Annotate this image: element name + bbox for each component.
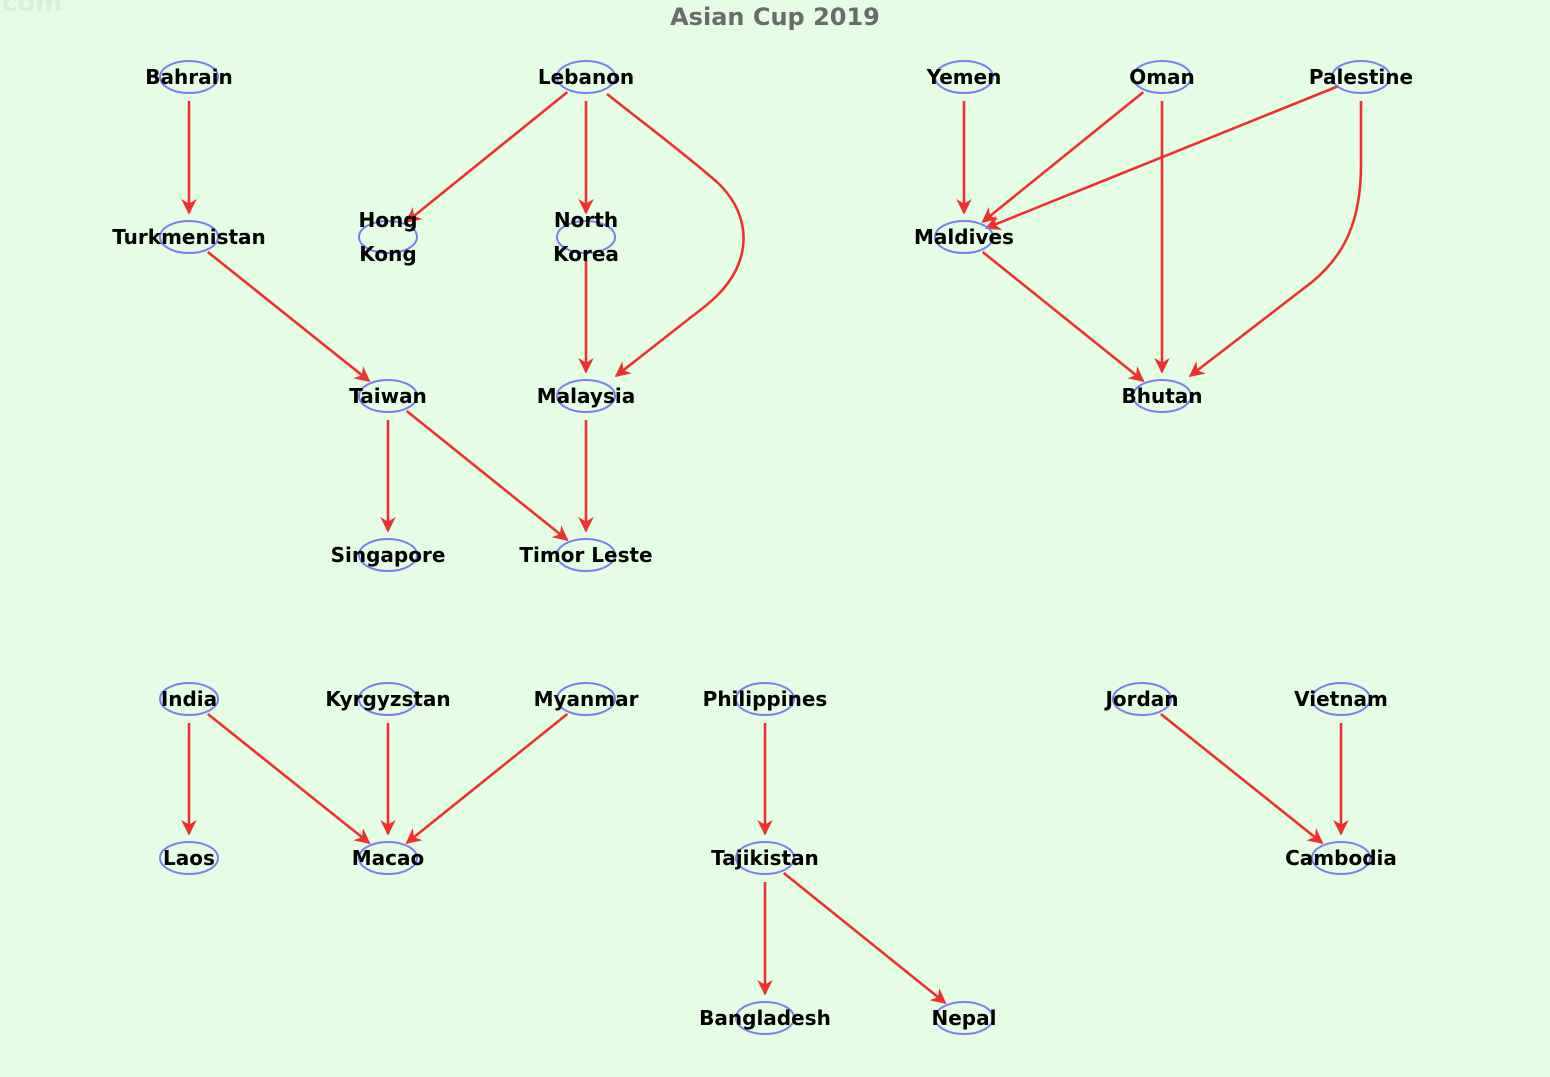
edge-turkmenistan-to-taiwan: [206, 250, 371, 383]
node-jordan: Jordan: [1103, 682, 1179, 716]
node-tajikistan: Tajikistan: [711, 841, 819, 875]
edge-india-to-macao: [206, 712, 371, 845]
node-ellipse-malaysia: [556, 379, 616, 413]
node-maldives: Maldives: [914, 220, 1014, 254]
node-ellipse-nepal: [934, 1001, 994, 1035]
node-label-myanmar: Myanmar: [534, 687, 639, 711]
node-label-india: India: [161, 687, 217, 711]
node-ellipse-laos: [159, 841, 219, 875]
node-ellipse-yemen: [934, 60, 994, 94]
edge-jordan-to-cambodia: [1159, 712, 1324, 845]
node-label-vietnam: Vietnam: [1294, 687, 1388, 711]
node-label-north-korea: Korea: [553, 242, 619, 266]
node-label-turkmenistan: Turkmenistan: [112, 225, 266, 249]
edge-taiwan-to-timor-leste: [405, 409, 569, 542]
edge-palestine-to-bhutan: [1188, 101, 1363, 378]
node-label-kyrgyzstan: Kyrgyzstan: [325, 687, 450, 711]
edge-tajikistan-to-nepal: [782, 871, 947, 1005]
node-vietnam: Vietnam: [1294, 682, 1388, 716]
node-palestine: Palestine: [1309, 60, 1413, 94]
node-kyrgyzstan: Kyrgyzstan: [325, 682, 451, 716]
edge-myanmar-to-macao: [405, 712, 569, 845]
node-india: India: [159, 682, 219, 716]
node-label-nepal: Nepal: [932, 1006, 997, 1030]
node-label-singapore: Singapore: [331, 543, 446, 567]
node-label-timor-leste: Timor Leste: [519, 543, 652, 567]
node-ellipse-north-korea: [556, 220, 616, 254]
node-ellipse-cambodia: [1311, 841, 1371, 875]
node-ellipse-jordan: [1112, 682, 1172, 716]
node-ellipse-bhutan: [1132, 379, 1192, 413]
edges-layer: [181, 84, 1363, 1005]
nodes-layer: Bahrain Lebanon Yemen Oman PalestineTurkmeni…: [112, 60, 1413, 1035]
node-singapore: Singapore: [331, 538, 446, 572]
node-ellipse-oman: [1132, 60, 1192, 94]
node-ellipse-singapore: [358, 538, 418, 572]
node-ellipse-bangladesh: [735, 1001, 795, 1035]
node-ellipse-lebanon: [556, 60, 616, 94]
node-ellipse-india: [159, 682, 219, 716]
node-ellipse-taiwan: [358, 379, 418, 413]
node-ellipse-timor-leste: [556, 538, 616, 572]
diagram-title: Asian Cup 2019: [670, 3, 880, 31]
node-laos: Laos: [159, 841, 219, 875]
edge-maldives-to-bhutan: [981, 250, 1145, 383]
node-lebanon: Lebanon: [538, 60, 634, 94]
node-ellipse-tajikistan: [735, 841, 795, 875]
node-label-jordan: Jordan: [1103, 687, 1178, 711]
node-myanmar: Myanmar: [534, 682, 639, 716]
node-label-taiwan: Taiwan: [349, 384, 427, 408]
node-macao: Macao: [352, 841, 425, 875]
node-ellipse-vietnam: [1311, 682, 1371, 716]
node-label-bhutan: Bhutan: [1121, 384, 1202, 408]
node-label-macao: Macao: [352, 846, 425, 870]
node-ellipse-bahrain: [159, 60, 219, 94]
node-bahrain: Bahrain: [145, 60, 233, 94]
node-bangladesh: Bangladesh: [699, 1001, 831, 1035]
node-turkmenistan: Turkmenistan: [112, 220, 266, 254]
node-label-malaysia: Malaysia: [537, 384, 635, 408]
node-ellipse-macao: [358, 841, 418, 875]
node-ellipse-turkmenistan: [159, 220, 219, 254]
node-nepal: Nepal: [932, 1001, 997, 1035]
node-oman: Oman: [1129, 60, 1195, 94]
node-label-yemen: Yemen: [926, 65, 1002, 89]
node-label-cambodia: Cambodia: [1285, 846, 1397, 870]
node-label-hong-kong: Hong: [358, 208, 417, 232]
edge-oman-to-maldives: [981, 91, 1145, 223]
node-label-laos: Laos: [163, 846, 215, 870]
node-timor-leste: Timor Leste: [519, 538, 653, 572]
node-label-tajikistan: Tajikistan: [711, 846, 819, 870]
node-ellipse-maldives: [934, 220, 994, 254]
node-label-oman: Oman: [1129, 65, 1195, 89]
node-ellipse-philippines: [735, 682, 795, 716]
node-bhutan: Bhutan: [1121, 379, 1203, 413]
node-ellipse-myanmar: [556, 682, 616, 716]
node-label-bahrain: Bahrain: [145, 65, 232, 89]
node-label-hong-kong: Kong: [359, 242, 416, 266]
node-label-lebanon: Lebanon: [538, 65, 634, 89]
node-cambodia: Cambodia: [1285, 841, 1397, 875]
node-malaysia: Malaysia: [537, 379, 635, 413]
node-label-philippines: Philippines: [703, 687, 828, 711]
edge-lebanon-to-hong-kong: [405, 91, 569, 223]
node-ellipse-kyrgyzstan: [358, 682, 418, 716]
node-label-north-korea: North: [554, 208, 618, 232]
edge-lebanon-to-malaysia: [606, 92, 745, 378]
node-label-maldives: Maldives: [914, 225, 1014, 249]
node-ellipse-hong-kong: [358, 220, 418, 254]
node-ellipse-palestine: [1331, 60, 1391, 94]
node-yemen: Yemen: [926, 60, 1002, 94]
watermark-text: com: [2, 0, 63, 18]
node-label-bangladesh: Bangladesh: [699, 1006, 831, 1030]
node-philippines: Philippines: [703, 682, 828, 716]
node-label-palestine: Palestine: [1309, 65, 1413, 89]
node-taiwan: Taiwan: [349, 379, 427, 413]
